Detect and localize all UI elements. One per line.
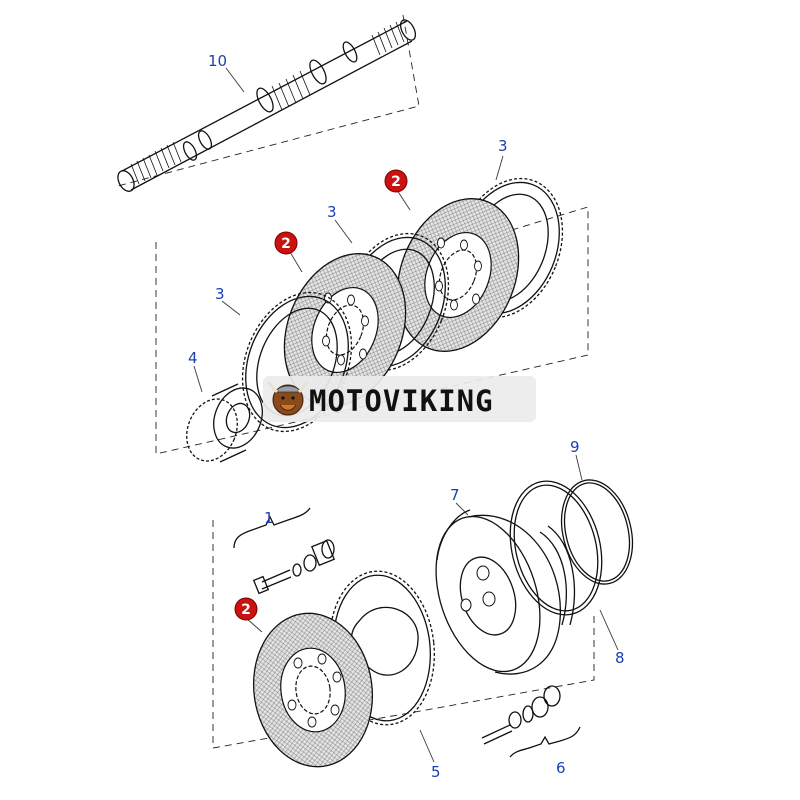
callout-3-left: 3 [215, 285, 225, 303]
friction-disc-part-2-middle [283, 253, 407, 407]
callout-8: 8 [615, 649, 625, 667]
callout-3-middle: 3 [327, 203, 337, 221]
callout-4: 4 [188, 349, 198, 367]
callout-3-top: 3 [498, 137, 508, 155]
seal-ring-part-8 [509, 480, 603, 616]
callout-6: 6 [556, 759, 566, 777]
watermark-text: MOTOVIKING [309, 384, 494, 418]
watermark-banner: MOTOVIKING [263, 376, 536, 422]
badge-2-lower: 2 [234, 597, 258, 621]
splined-hub-part-4 [186, 383, 263, 463]
callout-7: 7 [450, 486, 460, 504]
friction-disc-part-2-right [396, 198, 520, 352]
bolt-kit-part-1 [233, 507, 336, 595]
svg-text:2: 2 [391, 174, 401, 190]
callout-1: 1 [264, 509, 274, 527]
shaft-part-10 [117, 19, 417, 192]
spring-kit-part-6 [481, 685, 581, 758]
leader-lines [193, 67, 619, 763]
seal-ring-part-9 [560, 479, 634, 585]
badge-2-upper-right: 2 [384, 169, 408, 193]
callout-9: 9 [570, 438, 580, 456]
svg-text:2: 2 [281, 236, 291, 252]
badge-2-upper-left: 2 [274, 231, 298, 255]
viking-mascot-icon [267, 381, 309, 416]
piston-housing-part-7 [435, 509, 576, 675]
callout-labels: 10 3 3 3 4 1 7 9 8 5 6 [188, 52, 625, 781]
callout-10: 10 [208, 52, 227, 70]
callout-5: 5 [431, 763, 441, 781]
svg-text:2: 2 [241, 602, 251, 618]
friction-disc-part-2-lower [252, 612, 374, 768]
